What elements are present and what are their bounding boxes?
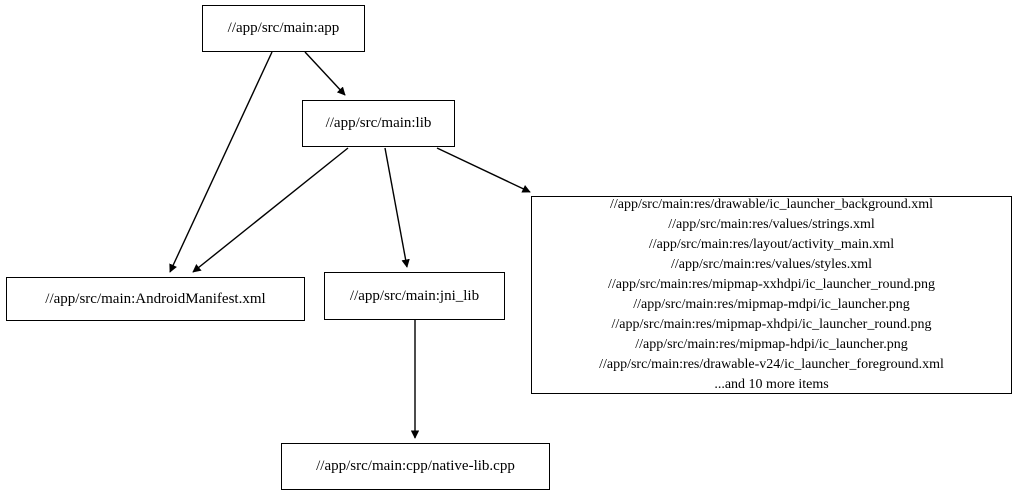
node-label-line-2: //app/src/main:res/layout/activity_main.… xyxy=(648,237,895,252)
node-app-src-main-app[interactable]: //app/src/main:app xyxy=(202,5,365,52)
node-res-resources-group[interactable]: //app/src/main:res/drawable/ic_launcher_… xyxy=(531,196,1012,394)
node-label-line-3: //app/src/main:res/values/styles.xml xyxy=(670,257,873,272)
edge-lib-to-jni xyxy=(384,147,410,268)
edge-app-to-manifest xyxy=(169,51,273,273)
node-label-line-6: //app/src/main:res/mipmap-xhdpi/ic_launc… xyxy=(611,317,932,332)
node-label-lines: //app/src/main:res/drawable/ic_launcher_… xyxy=(540,195,1003,395)
node-label: //app/src/main:AndroidManifest.xml xyxy=(45,290,266,307)
node-label-line-8: //app/src/main:res/drawable-v24/ic_launc… xyxy=(599,357,944,372)
node-app-src-main-lib[interactable]: //app/src/main:lib xyxy=(302,100,455,147)
edge-lib-to-res xyxy=(436,147,531,193)
node-label-line-0: //app/src/main:res/drawable/ic_launcher_… xyxy=(609,197,934,212)
node-label-line-4: //app/src/main:res/mipmap-xxhdpi/ic_laun… xyxy=(608,277,935,292)
edge-app-to-lib xyxy=(304,51,346,96)
node-label-line-5: //app/src/main:res/mipmap-mdpi/ic_launch… xyxy=(633,297,910,312)
node-label-line-1: //app/src/main:res/values/strings.xml xyxy=(668,217,875,232)
node-jni-lib[interactable]: //app/src/main:jni_lib xyxy=(324,272,505,320)
node-label-line-9: ...and 10 more items xyxy=(714,377,829,392)
node-label: //app/src/main:lib xyxy=(325,115,432,131)
node-cpp-native-lib-cpp[interactable]: //app/src/main:cpp/native-lib.cpp xyxy=(281,443,550,490)
edge-lib-to-manifest xyxy=(192,147,349,273)
node-label: //app/src/main:app xyxy=(227,20,340,36)
node-label: //app/src/main:jni_lib xyxy=(349,287,480,304)
node-label-line-7: //app/src/main:res/mipmap-hdpi/ic_launch… xyxy=(635,337,908,352)
node-android-manifest-xml[interactable]: //app/src/main:AndroidManifest.xml xyxy=(6,277,305,321)
node-label: //app/src/main:cpp/native-lib.cpp xyxy=(316,458,515,474)
